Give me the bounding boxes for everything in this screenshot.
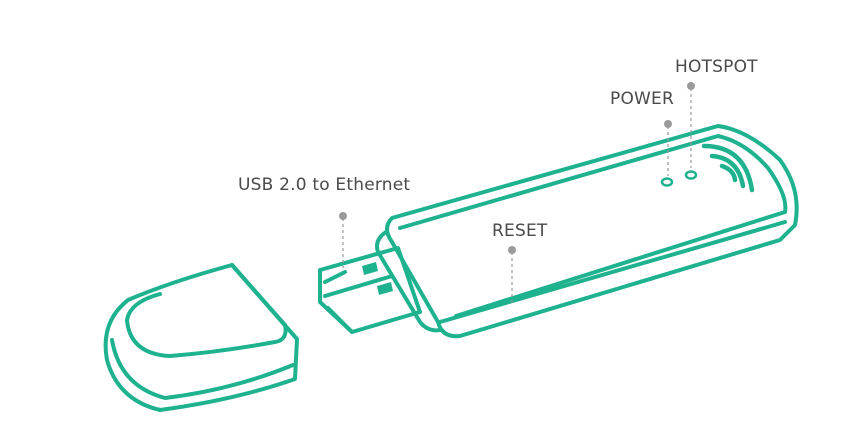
hotspot-label: HOTSPOT [675, 57, 758, 77]
power-led-icon [660, 177, 674, 187]
reset-leader-dot [508, 246, 516, 254]
wifi-signal-icon [701, 143, 755, 193]
power-leader-dot [664, 120, 672, 128]
usb-cap-icon [103, 263, 299, 412]
reset-label: RESET [492, 221, 548, 241]
usb-leader-dot [339, 212, 347, 220]
power-label: POWER [610, 89, 674, 109]
usb-connector [318, 246, 422, 334]
hotspot-leader-dot [687, 82, 695, 90]
hotspot-led-icon [684, 170, 698, 180]
usb-dongle-icon [375, 124, 799, 339]
usb-label: USB 2.0 to Ethernet [238, 175, 411, 195]
connector-holes [362, 262, 393, 295]
